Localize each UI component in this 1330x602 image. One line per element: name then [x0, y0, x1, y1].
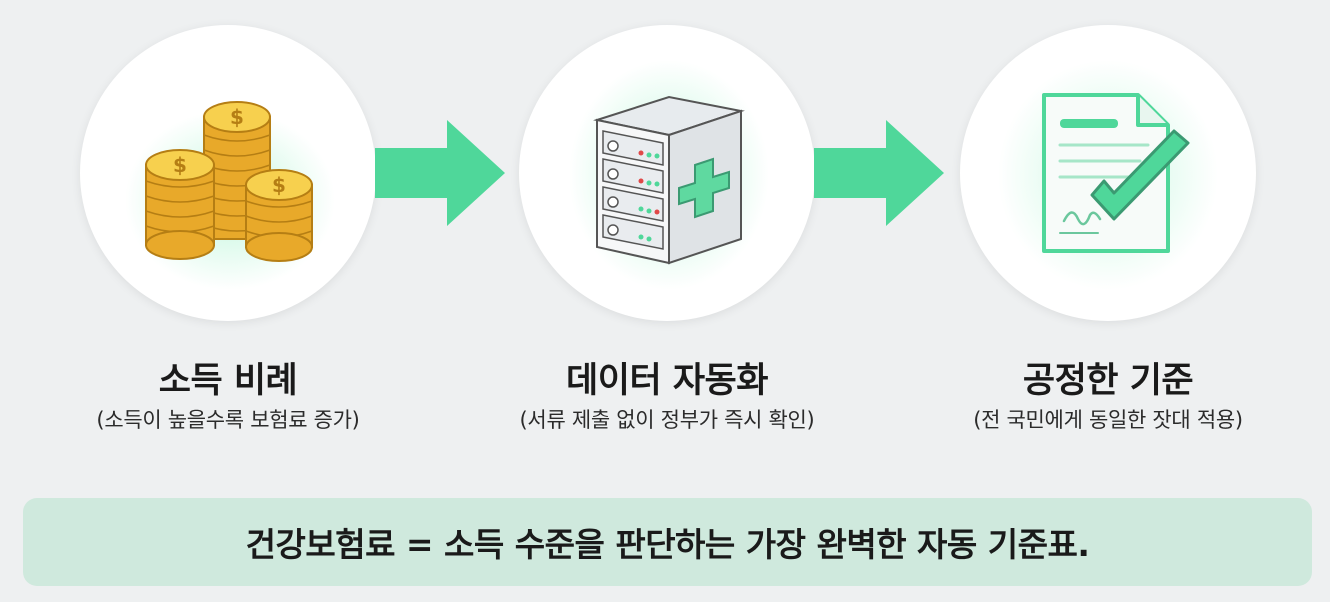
step-2-title: 데이터 자동화: [566, 361, 768, 401]
svg-text:$: $: [230, 105, 244, 129]
document-check-icon: [998, 60, 1218, 290]
server-medical-icon: [569, 60, 769, 290]
arrow-right-icon: [375, 120, 505, 226]
step-1-title: 소득 비례: [158, 361, 298, 401]
step-1-circle: $ $ $: [80, 25, 376, 321]
svg-text:$: $: [272, 173, 286, 197]
step-2-description: (서류 제출 없이 정부가 즉시 확인): [519, 408, 815, 432]
step-1-description: (소득이 높을수록 보험료 증가): [96, 408, 360, 432]
step-2-circle: [519, 25, 815, 321]
step-3-circle: [960, 25, 1256, 321]
summary-text: 건강보험료 = 소득 수준을 판단하는 가장 완벽한 자동 기준표.: [245, 525, 1090, 564]
step-3-title: 공정한 기준: [1022, 361, 1194, 401]
svg-text:$: $: [173, 153, 187, 177]
arrow-right-icon: [814, 120, 944, 226]
summary-banner: 건강보험료 = 소득 수준을 판단하는 가장 완벽한 자동 기준표.: [23, 498, 1312, 586]
coin-stack-icon: $ $ $: [125, 101, 335, 290]
step-3-description: (전 국민에게 동일한 잣대 적용): [973, 408, 1243, 432]
